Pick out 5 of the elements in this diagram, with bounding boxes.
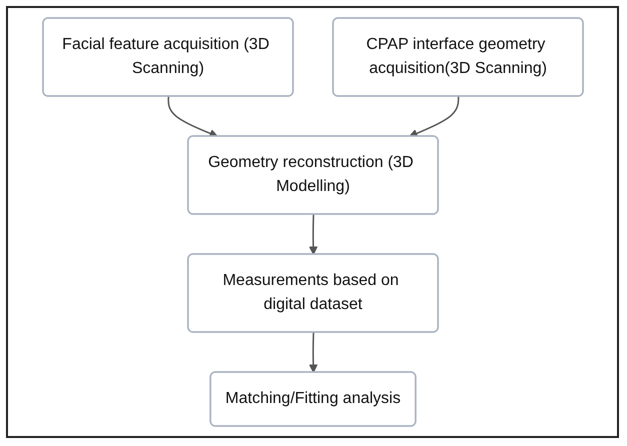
arrow: [308, 214, 318, 255]
arrow: [308, 332, 318, 373]
diagram-frame: Facial feature acquisition (3D Scanning) CPAP interface geometry acquisition(3D Scanning) Geometry reconstruction (3D Modelling) Measurements based on digital dataset Matching/Fitting analysis: [6, 6, 619, 438]
arrow: [167, 96, 218, 138]
arrow: [408, 96, 459, 138]
